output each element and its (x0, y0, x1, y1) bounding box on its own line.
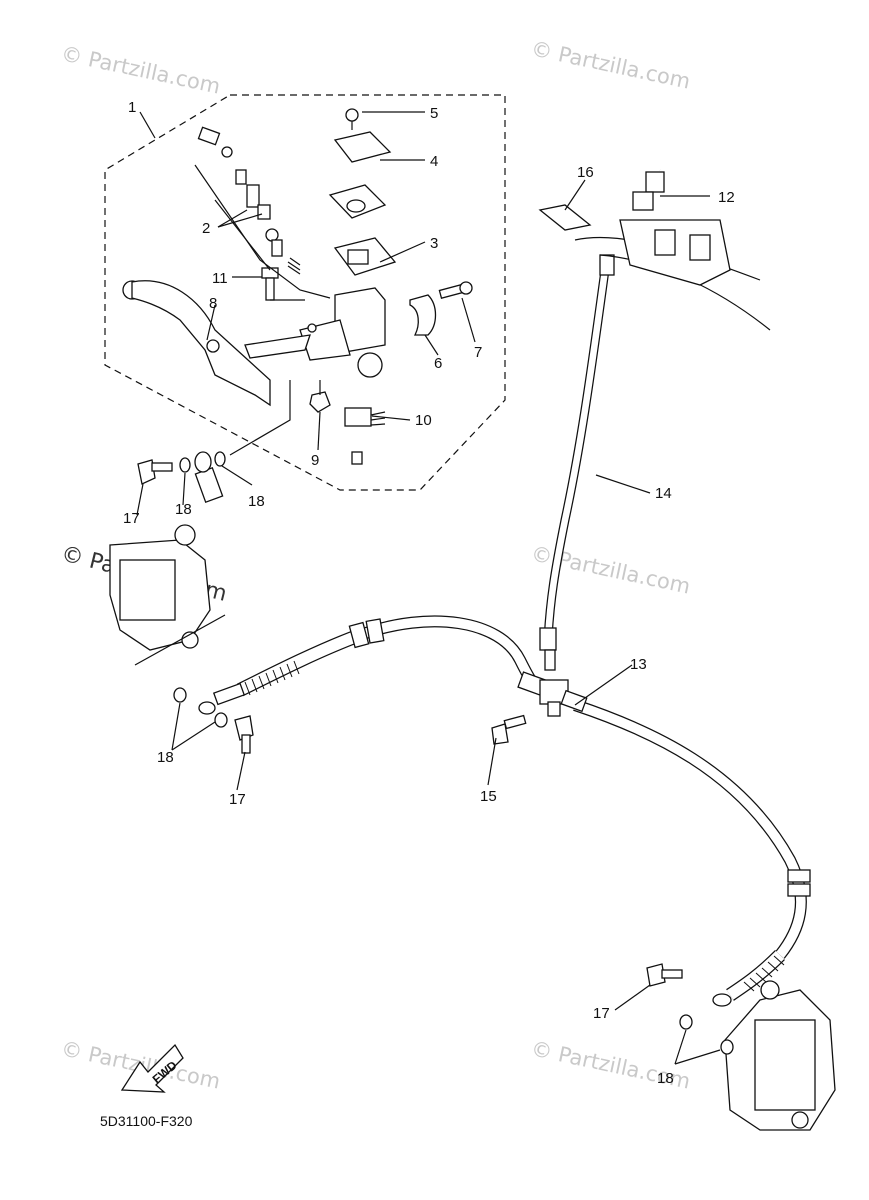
hose-13 (573, 699, 811, 1007)
callout-18: 18 (157, 749, 174, 766)
banjo-fitting (712, 993, 732, 1007)
hose-fitting (544, 649, 556, 671)
hose-fitting (194, 466, 224, 504)
diagram-code: 5D31100-F320 (100, 1113, 193, 1129)
callout-8: 8 (209, 295, 217, 312)
hose-fitting (632, 191, 654, 211)
banjo-bolt-left (137, 451, 734, 1055)
callout-18: 18 (248, 493, 265, 510)
hose-fitting (599, 254, 615, 276)
hose-fitting (787, 869, 811, 883)
callout-12: 12 (718, 189, 735, 206)
callout-17: 17 (593, 1005, 610, 1022)
callout-7: 7 (474, 344, 482, 361)
clamp-16 (538, 204, 592, 231)
callout-16: 16 (577, 164, 594, 181)
callout-13: 13 (630, 656, 647, 673)
callout-9: 9 (311, 452, 319, 469)
callout-6: 6 (434, 355, 442, 372)
callout-17: 17 (229, 791, 246, 808)
handlebar-bracket (538, 204, 771, 331)
callout-14: 14 (655, 485, 672, 502)
front-left-caliper (109, 524, 226, 666)
callout-17: 17 (123, 510, 140, 527)
hose-fitting (365, 618, 385, 644)
callouts: 1 2 3 4 5 6 7 8 9 10 11 12 13 14 15 16 1… (123, 99, 735, 1087)
upper-hose (194, 107, 665, 584)
callout-leaders (136, 111, 721, 1065)
master-cylinder-parts (122, 108, 473, 465)
callout-18: 18 (175, 501, 192, 518)
junction-block (517, 671, 588, 717)
hose-fitting (539, 627, 557, 651)
front-right-caliper (724, 980, 836, 1131)
callout-18: 18 (657, 1070, 674, 1087)
callout-15: 15 (480, 788, 497, 805)
callout-2: 2 (202, 220, 210, 237)
callout-4: 4 (430, 153, 438, 170)
callout-3: 3 (430, 235, 438, 252)
banjo-fitting (198, 701, 216, 715)
watermark: © Partzilla.com (59, 41, 223, 98)
assembly-boundary (104, 94, 506, 491)
hose-front-left (198, 615, 546, 715)
callout-5: 5 (430, 105, 438, 122)
hose-fitting (787, 883, 811, 897)
hose-fitting (348, 621, 370, 649)
callout-10: 10 (415, 412, 432, 429)
hose-fitting (212, 682, 246, 706)
hose-14 (539, 254, 615, 671)
callout-11: 11 (212, 270, 228, 287)
hose-fitting (645, 171, 665, 193)
callout-1: 1 (128, 99, 136, 116)
watermark: © Partzilla.com (529, 36, 693, 93)
